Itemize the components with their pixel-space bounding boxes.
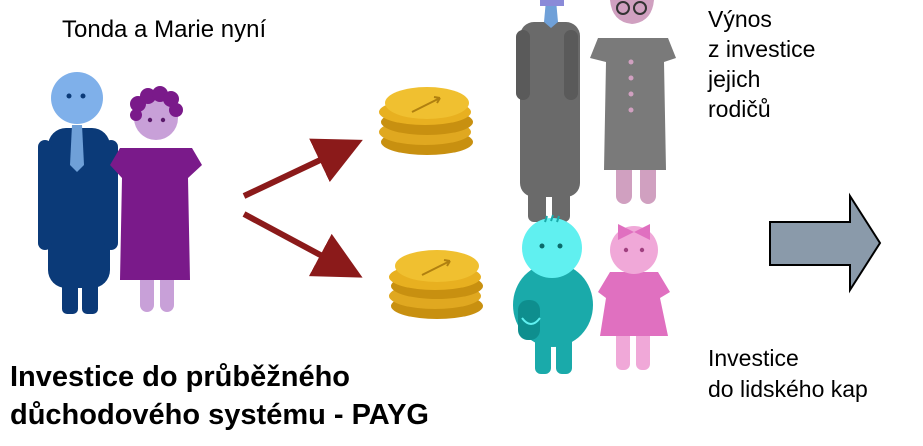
grandma-figure bbox=[590, 0, 676, 204]
label-human-capital: Investice do lidského kap bbox=[708, 343, 868, 405]
coin-stack-icon bbox=[389, 250, 483, 319]
label-line: z investice bbox=[708, 36, 816, 62]
caption-tonda-a-marie: Tonda a Marie nyní bbox=[62, 16, 267, 43]
grandpa-figure bbox=[516, 0, 580, 222]
label-line: rodičů bbox=[708, 96, 771, 122]
slide-title: Investice do průběžného důchodového syst… bbox=[10, 358, 429, 434]
boy-figure bbox=[513, 214, 593, 374]
arrow-to-children bbox=[242, 211, 363, 278]
label-parents-return: Výnos z investice jejich rodičů bbox=[708, 4, 815, 124]
label-line: jejich bbox=[708, 66, 761, 92]
label-line: Výnos bbox=[708, 6, 772, 32]
big-arrow-icon bbox=[769, 192, 882, 294]
arrow-to-parents bbox=[242, 138, 363, 199]
tonda-figure bbox=[38, 72, 118, 314]
marie-figure bbox=[110, 86, 202, 312]
label-line: do lidského kap bbox=[708, 376, 868, 402]
coin-stack-icon bbox=[379, 87, 473, 155]
title-line: Investice do průběžného bbox=[10, 361, 350, 393]
label-line: Investice bbox=[708, 345, 799, 371]
girl-figure bbox=[598, 224, 670, 370]
title-line: důchodového systému - PAYG bbox=[10, 399, 429, 431]
